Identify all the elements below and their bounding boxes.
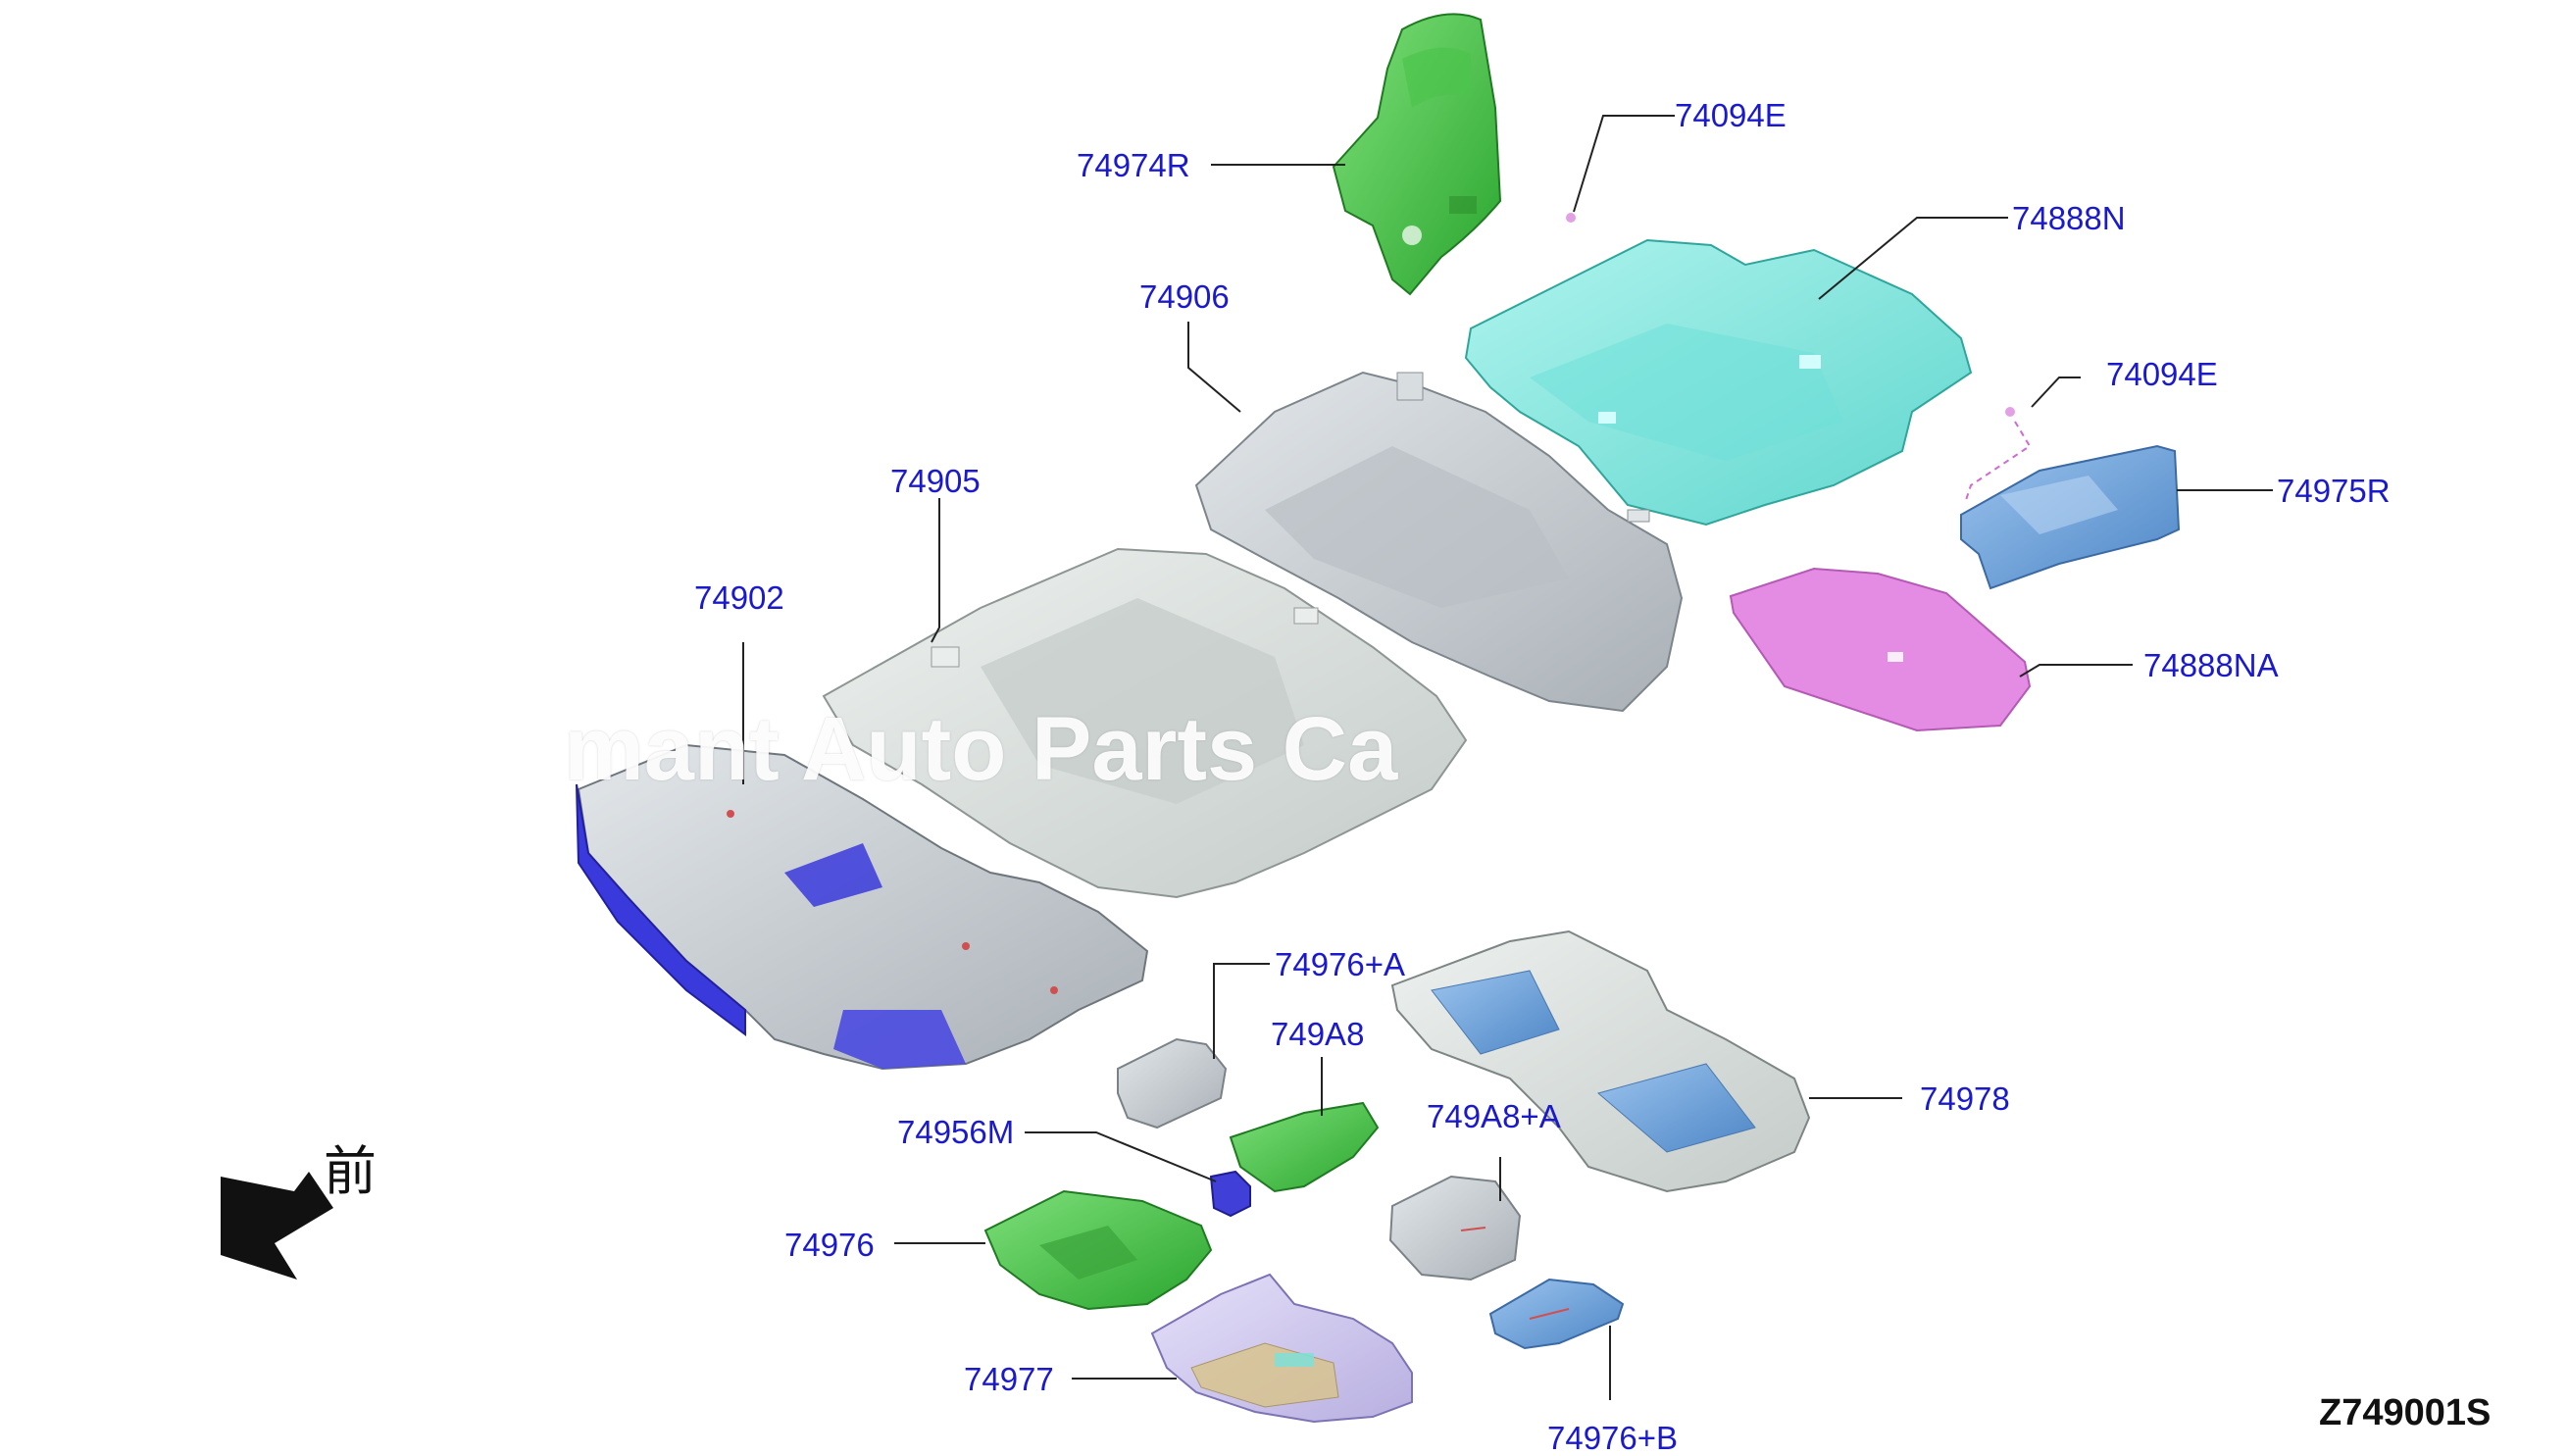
part-74977 xyxy=(1150,1273,1413,1424)
part-74888N xyxy=(1464,238,1973,527)
part-74905 xyxy=(822,547,1468,899)
reference-code: Z749001S xyxy=(2319,1392,2492,1433)
part-74902 xyxy=(576,743,1149,1071)
part-74976+B xyxy=(1488,1278,1625,1350)
watermark: mant Auto Parts Ca xyxy=(564,699,1398,799)
callout-74976+B: 74976+B xyxy=(1547,1420,1679,1456)
part-74976+A xyxy=(1117,1037,1228,1130)
callout-74094E-upper: 74094E xyxy=(1675,97,1787,133)
part-74906 xyxy=(1194,371,1684,713)
callout-74094E-right: 74094E xyxy=(2106,356,2218,392)
part-74956M xyxy=(1209,1170,1251,1218)
callout-74905: 74905 xyxy=(890,463,981,499)
front-arrow-icon xyxy=(221,1172,333,1280)
part-74888NA xyxy=(1729,567,2032,732)
part-74976 xyxy=(983,1189,1213,1311)
callout-74975R: 74975R xyxy=(2277,473,2391,509)
callout-74956M: 74956M xyxy=(897,1114,1015,1150)
part-74975R xyxy=(1960,444,2181,590)
callout-74978: 74978 xyxy=(1920,1080,2010,1117)
callout-74888N: 74888N xyxy=(2012,200,2126,236)
callout-74976: 74976 xyxy=(784,1227,875,1263)
part-74978 xyxy=(1390,929,1811,1193)
callout-74974R: 74974R xyxy=(1077,147,1190,183)
part-749A8 xyxy=(1229,1101,1380,1193)
callout-74977: 74977 xyxy=(964,1361,1054,1397)
callout-74906: 74906 xyxy=(1139,278,1230,315)
callout-74888NA: 74888NA xyxy=(2143,647,2279,683)
part-749A8+A xyxy=(1388,1175,1522,1281)
leader-lines xyxy=(742,115,2273,1400)
callout-749A8+A: 749A8+A xyxy=(1427,1098,1561,1134)
front-label: 前 xyxy=(324,1140,377,1202)
callout-74902: 74902 xyxy=(694,579,784,616)
part-74094E-right xyxy=(1965,407,2032,501)
part-74094E-upper xyxy=(1566,213,1576,223)
callout-749A8: 749A8 xyxy=(1271,1016,1365,1052)
part-74974R xyxy=(1332,13,1502,296)
callout-74976+A: 74976+A xyxy=(1275,946,1406,982)
